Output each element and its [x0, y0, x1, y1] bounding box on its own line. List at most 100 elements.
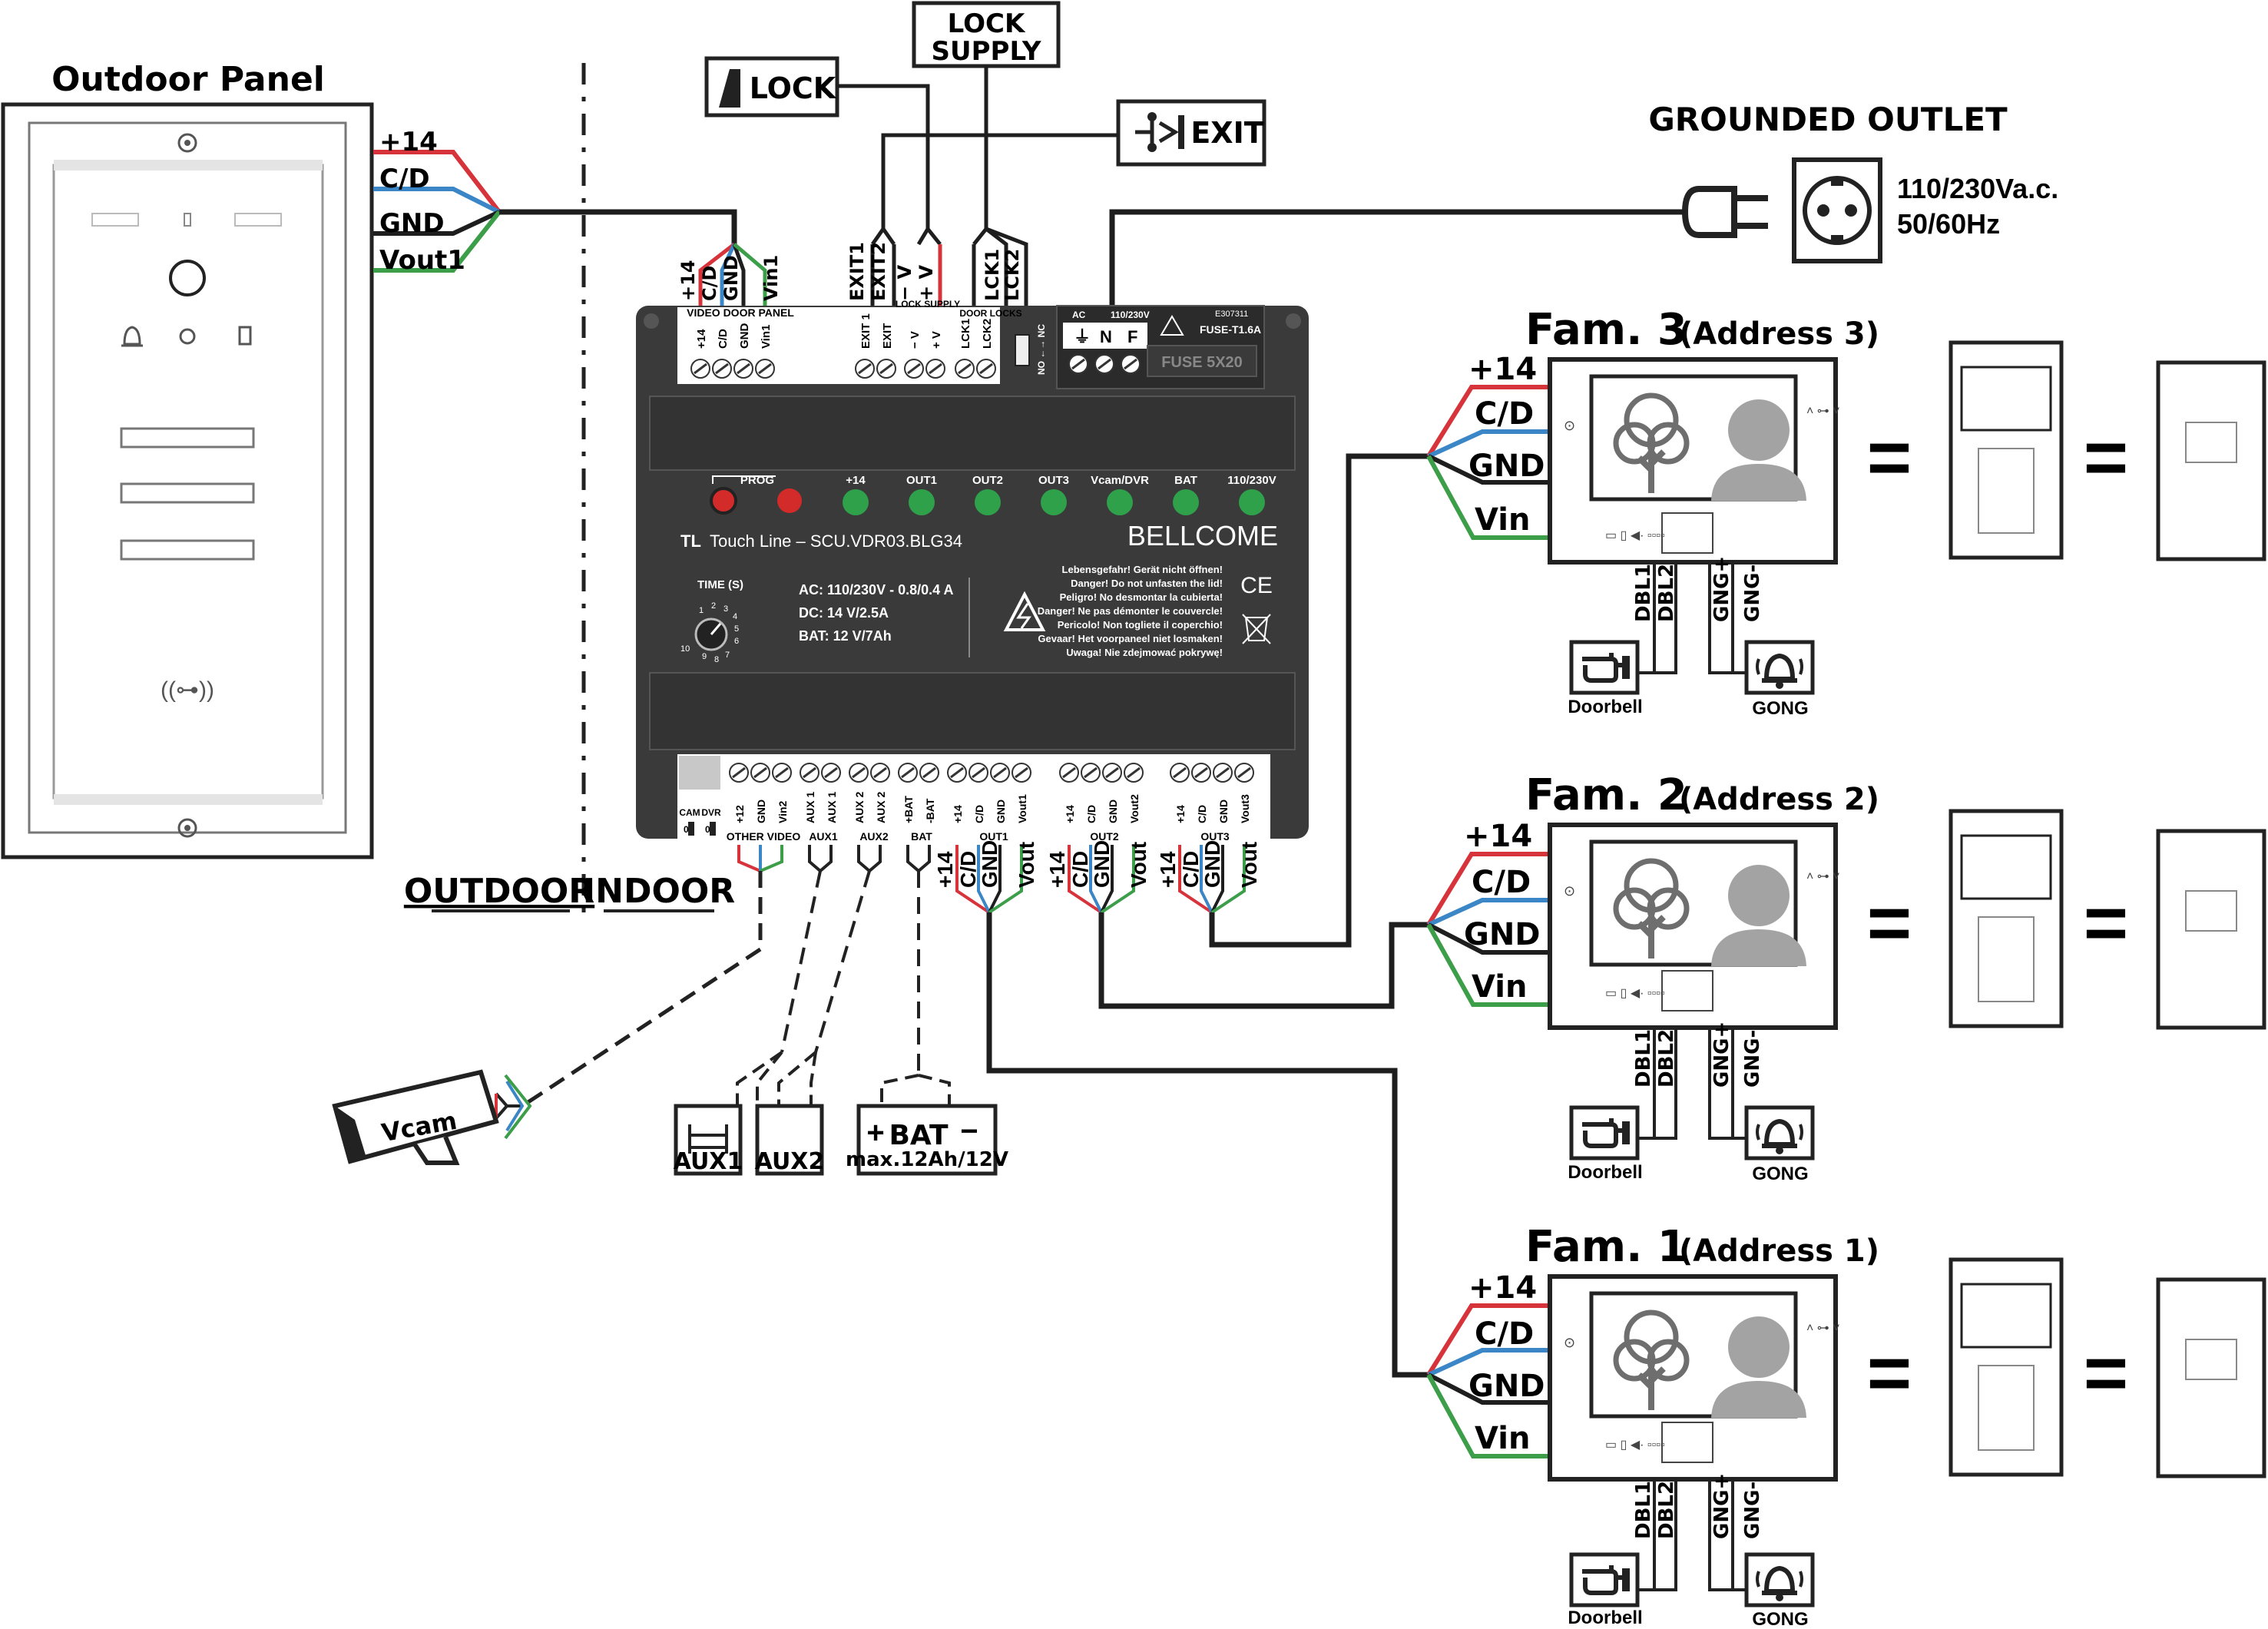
fuse-rating: FUSE-T1.6A [1200, 323, 1261, 336]
dial-10: 10 [680, 644, 690, 654]
trunk-cable [499, 209, 737, 244]
spec-ac: AC: 110/230V - 0.8/0.4 A [799, 582, 953, 598]
vdp-wire-14: +14 [677, 260, 699, 301]
term-out2-cd: C/D [1085, 805, 1098, 823]
zone-indoor: INDOOR [583, 872, 735, 911]
battery-box: + BAT − max.12Ah/12V [846, 1104, 1008, 1176]
fam2-gong-label: GONG [1752, 1164, 1808, 1184]
monitor-fam3: Fam. 3 (Address 3) +14 C/D GND Vin ⊙ ˄ ⊶… [1426, 305, 2266, 719]
fuse-label: FUSE 5X20 [1161, 354, 1243, 371]
fam3-dbl2: DBL2 [1655, 564, 1678, 622]
fam3-left-icons: ⊙ [1564, 418, 1575, 433]
brand-logo: BELLCOME [1127, 520, 1278, 551]
fam1-wire-vin: Vin [1475, 1421, 1530, 1456]
fam2-left-icons: ⊙ [1564, 883, 1575, 899]
term-out1-gnd: GND [995, 800, 1007, 823]
fam2-wire-14: +14 [1464, 819, 1532, 854]
led-out2 [975, 489, 1001, 515]
grounded-outlet: GROUNDED OUTLET 110/230Va.c. 50/60Hz [1109, 101, 2058, 315]
touchline-logo-icon: TL [680, 531, 701, 551]
led-label-out2: OUT2 [972, 474, 1003, 487]
term-exit2: EXIT [881, 323, 894, 349]
term-vdp-cd: C/D [717, 329, 730, 349]
lock-supply-group-label: LOCK SUPPLY [896, 299, 960, 310]
term-vdp-vin1: Vin1 [760, 325, 773, 349]
prog-button[interactable] [710, 487, 737, 515]
term-minus-bat: -BAT [924, 798, 936, 823]
group-out3: OUT3 [1200, 830, 1230, 843]
fam1-equals-2: = [2084, 1330, 2128, 1416]
warning-text: Lebensgefahr! Gerät nicht öffnen! Danger… [1038, 564, 1223, 658]
dial-7: 7 [725, 651, 730, 660]
term-out3-cd: C/D [1196, 805, 1208, 823]
led-label-out1: OUT1 [906, 474, 937, 487]
term-out3-vout3: Vout3 [1239, 794, 1251, 823]
led-prog [777, 488, 802, 513]
other-video-wiring [521, 845, 783, 1108]
group-bat: BAT [911, 830, 932, 843]
time-label: TIME (S) [697, 578, 743, 591]
lock-supply-box: LOCK SUPPLY [912, 1, 1061, 68]
lock-box: LOCK [704, 56, 839, 118]
term-out2-vout2: Vout2 [1128, 794, 1141, 823]
dial-8: 8 [714, 655, 719, 664]
term-lck2: LCK2 [981, 319, 994, 349]
fam2-doorbell-label: Doorbell [1568, 1162, 1642, 1183]
cam-dvr-switch[interactable] [679, 756, 720, 790]
fam2-gong-icon [1747, 1108, 1813, 1158]
fam1-right-icons: ˄ ⊶ ˅ [1806, 1322, 1840, 1335]
ac-label: AC [1072, 310, 1086, 320]
fam1-wire-cd: C/D [1475, 1316, 1534, 1352]
out2-wire-14: +14 [1045, 851, 1069, 888]
fam3-address: (Address 3) [1679, 316, 1879, 352]
led-label-out3: OUT3 [1038, 474, 1069, 487]
outdoor-wire-fan: +14 C/D GND Vout1 [373, 127, 502, 276]
term-out1-14: +14 [952, 805, 964, 823]
out2-wire-vout: Vout [1127, 842, 1151, 888]
out2-wire-gnd: GND [1090, 840, 1114, 888]
fam3-title: Fam. 3 [1525, 305, 1687, 355]
out1-wire-14: +14 [933, 851, 957, 888]
term-12: +12 [733, 805, 746, 823]
fam3-doorbell-icon [1571, 642, 1637, 693]
group-aux2: AUX2 [859, 830, 889, 843]
out2-wire-cd: C/D [1068, 851, 1092, 888]
door-icon [238, 326, 252, 346]
aux2-label: AUX2 [755, 1148, 825, 1175]
out1-wire-vout: Vout [1015, 842, 1038, 888]
fam3-variant-b [2156, 360, 2266, 561]
fam3-doorbell-label: Doorbell [1568, 697, 1642, 717]
term-aux2-b: AUX 2 [875, 792, 887, 823]
fam3-dbl1: DBL1 [1632, 564, 1655, 622]
spec-dc: DC: 14 V/2.5A [799, 605, 889, 621]
group-out2: OUT2 [1090, 830, 1119, 843]
wire-lck2: LCK2 [1002, 249, 1023, 301]
outlet-line2: 50/60Hz [1897, 208, 2000, 240]
vcam: Vcam [332, 1069, 532, 1165]
fam3-wire-14: +14 [1468, 352, 1537, 387]
outdoor-wire-vout1: Vout1 [379, 245, 465, 276]
aux1-label: AUX1 [674, 1148, 743, 1175]
out1-wire-gnd: GND [978, 840, 1002, 888]
fam3-wire-vin: Vin [1475, 502, 1530, 538]
term-ground: ⏚ [1074, 327, 1091, 346]
fam2-wire-cd: C/D [1472, 865, 1531, 900]
switch-cam-zero: 0 [684, 824, 689, 835]
warning-icon [1160, 315, 1184, 336]
nonc-switch[interactable] [1015, 334, 1030, 366]
led-ac [1239, 489, 1265, 515]
fam2-wire-vin: Vin [1472, 969, 1527, 1005]
term-plus-bat: +BAT [902, 796, 915, 823]
vdp-fan: +14 C/D GND Vin1 [677, 243, 782, 315]
ac-cert-label: E307311 [1215, 310, 1248, 319]
term-aux1-a: AUX 1 [804, 792, 816, 823]
out-fan-labels: +14 C/D GND Vout +14 C/D GND Vout +14 C/… [933, 840, 1261, 888]
fam2-doorbell-icon [1571, 1108, 1637, 1158]
aux1-box: AUX1 [674, 1104, 743, 1176]
warning-it: Pericolo! Non togliete il coperchio! [1058, 619, 1223, 631]
lock-supply-line2: SUPPLY [932, 36, 1041, 67]
term-out3-14: +14 [1174, 805, 1187, 823]
fam3-gong-icon [1747, 642, 1813, 693]
name-plate-3 [120, 539, 255, 561]
fam1-address: (Address 1) [1679, 1233, 1879, 1269]
